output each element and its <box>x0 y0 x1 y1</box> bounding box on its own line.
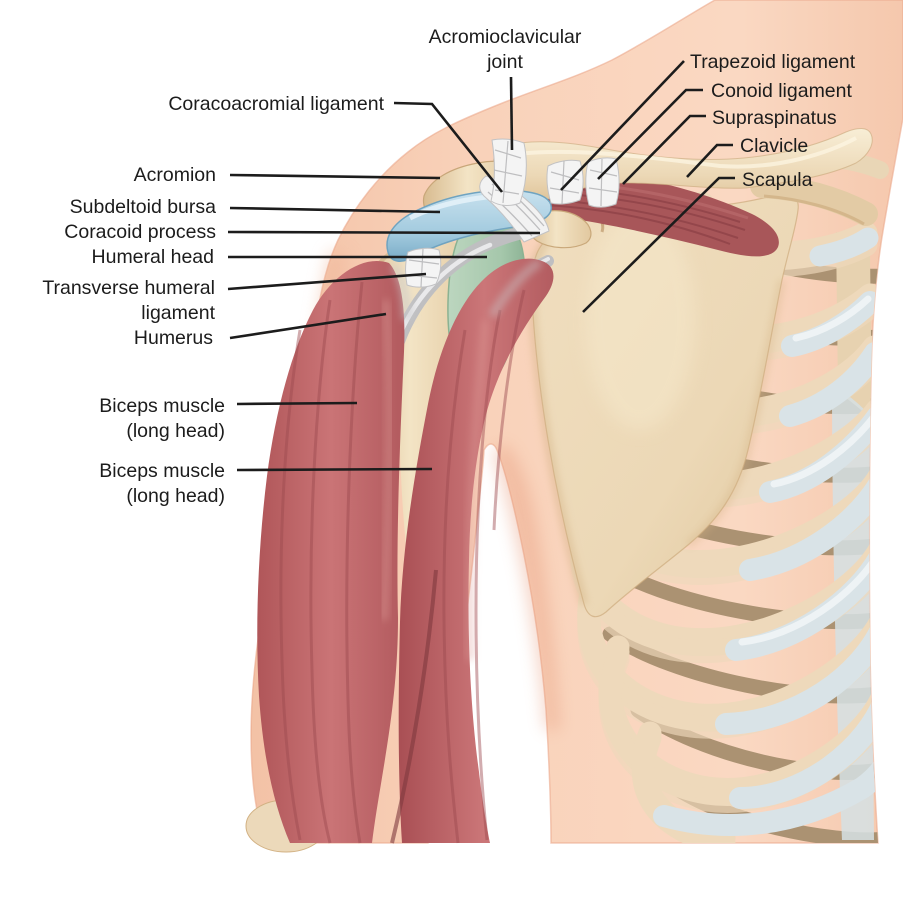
leader-trapezoid-ligament <box>560 60 685 191</box>
biceps-muscles <box>257 258 554 844</box>
leader-scapula <box>582 176 735 313</box>
label-trapezoid-ligament: Trapezoid ligament <box>690 51 856 73</box>
leader-coracoacromial-ligament <box>393 101 504 193</box>
clavicle-bone <box>490 128 889 226</box>
label-humeral-head: Humeral head <box>91 246 214 268</box>
leader-lines <box>227 60 735 472</box>
biceps-short-head-belly <box>398 258 554 843</box>
leader-clavicle <box>686 143 733 178</box>
biceps-long-head-belly <box>257 260 405 844</box>
label-acromioclavicular-joint: Acromioclavicular joint <box>428 26 582 73</box>
leader-subdeltoid-bursa <box>229 206 441 214</box>
conoid-ligament-shape <box>585 157 620 208</box>
label-transverse-humeral-ligament: Transverse humeral ligament <box>42 277 215 324</box>
label-conoid-ligament: Conoid ligament <box>711 80 852 102</box>
label-coracoacromial-ligament: Coracoacromial ligament <box>168 93 384 115</box>
leader-conoid-ligament <box>597 88 703 180</box>
leader-acromion <box>229 173 441 180</box>
leader-humerus <box>229 312 387 340</box>
label-humerus: Humerus <box>133 327 213 349</box>
leader-transverse-humeral-ligament <box>227 272 427 291</box>
label-acromion: Acromion <box>133 164 216 186</box>
label-supraspinatus: Supraspinatus <box>712 107 837 129</box>
leader-supraspinatus <box>622 114 706 185</box>
leader-acromioclavicular-joint <box>509 76 514 151</box>
label-biceps-long-head-1: Biceps muscle (long head) <box>99 395 225 442</box>
label-clavicle: Clavicle <box>740 135 809 157</box>
leader-biceps-1 <box>236 401 358 406</box>
label-coracoid-process: Coracoid process <box>64 221 216 243</box>
label-scapula: Scapula <box>742 169 813 191</box>
acromioclavicular-ligament-shape <box>490 138 527 206</box>
ligaments <box>405 138 620 288</box>
trapezoid-ligament-shape <box>546 159 584 205</box>
leader-coracoid-process <box>227 230 541 235</box>
label-biceps-long-head-2: Biceps muscle (long head) <box>99 460 225 507</box>
leader-biceps-2 <box>236 467 433 472</box>
label-subdeltoid-bursa: Subdeltoid bursa <box>69 196 216 218</box>
